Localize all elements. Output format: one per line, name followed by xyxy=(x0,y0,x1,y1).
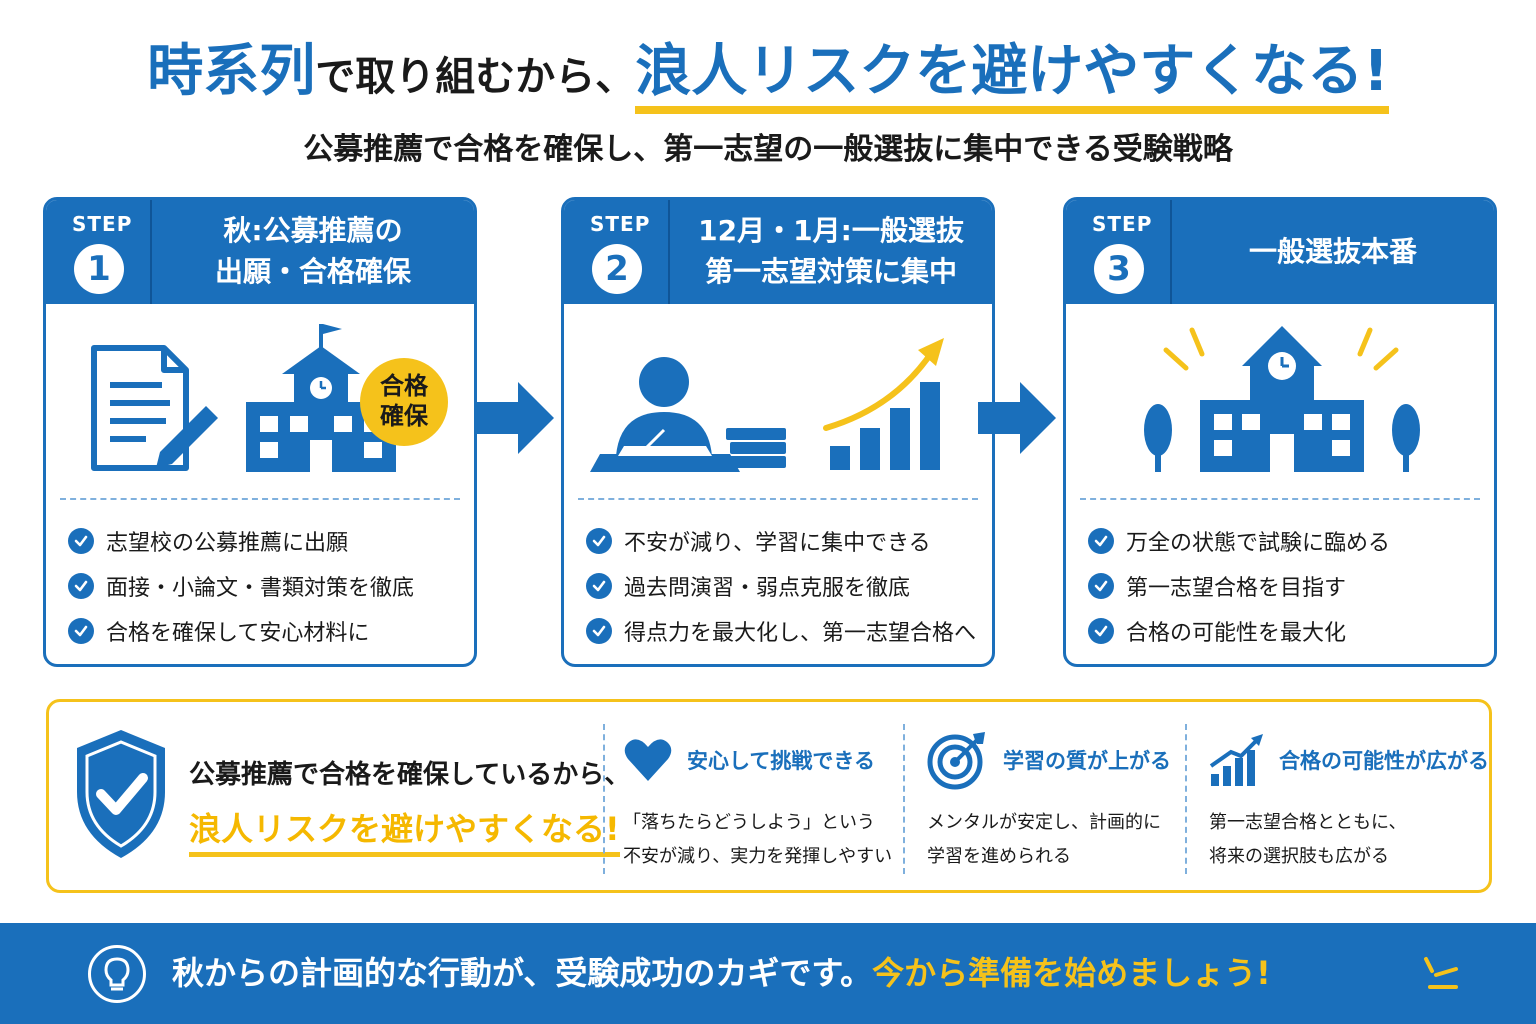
summary-panel: 公募推薦で合格を確保しているから、 浪人リスクを避けやすくなる! 安心して挑戦で… xyxy=(46,699,1492,893)
shield-check-icon xyxy=(77,730,165,858)
divider xyxy=(60,498,460,500)
step-title-2-line1: 12月・1月:一般選抜 xyxy=(698,214,964,248)
heart-icon xyxy=(624,739,672,781)
tree-icon xyxy=(1144,404,1420,472)
list-item: 合格の可能性を最大化 xyxy=(1088,608,1484,653)
spark-lines-icon xyxy=(1424,957,1458,989)
check-icon xyxy=(586,572,612,599)
benefit-title-3: 合格の可能性が広がる xyxy=(1279,749,1489,773)
benefit-title-2: 学習の質が上がる xyxy=(1003,749,1171,773)
step-number-1: 1 xyxy=(74,244,124,294)
check-icon xyxy=(68,617,94,644)
university-building-icon xyxy=(1200,326,1364,472)
list-item: 合格を確保して安心材料に xyxy=(68,608,464,653)
step-card-3: STEP 3 一般選抜本番 xyxy=(1063,197,1497,667)
growth-chart-icon xyxy=(823,338,944,470)
step-number-block-2: STEP 2 xyxy=(564,200,670,304)
summary-line2: 浪人リスクを避けやすくなる! xyxy=(189,804,620,857)
step-title-1-line2: 出願・合格確保 xyxy=(214,255,411,288)
list-item: 不安が減り、学習に集中できる xyxy=(586,518,982,563)
benefit-column-1: 安心して挑戦できる 「落ちたらどうしよう」という 不安が減り、実力を発揮しやすい xyxy=(623,730,892,874)
step-header-1: STEP 1 秋:公募推薦の 出願・合格確保 xyxy=(46,200,474,304)
lightbulb-icon xyxy=(88,945,146,1003)
title-part3: 浪人リスクを避けやすくなる! xyxy=(635,39,1389,114)
check-icon xyxy=(586,617,612,644)
subtitle: 公募推薦で合格を確保し、第一志望の一般選抜に集中できる受験戦略 xyxy=(303,132,1233,167)
footer-text-yellow: 今から準備を始めましょう! xyxy=(872,954,1271,992)
step2-checklist: 不安が減り、学習に集中できる 過去問演習・弱点克服を徹底 得点力を最大化し、第一… xyxy=(586,518,982,653)
footer-banner: 秋からの計画的な行動が、受験成功のカギです。今から準備を始めましょう! xyxy=(0,923,1536,1024)
check-icon xyxy=(586,527,612,554)
title-part1: 時系列 xyxy=(147,39,316,104)
step-label-3: STEP xyxy=(1092,212,1153,236)
check-icon xyxy=(1088,527,1114,554)
step-header-3: STEP 3 一般選抜本番 xyxy=(1066,200,1494,304)
step-header-2: STEP 2 12月・1月:一般選抜 第一志望対策に集中 xyxy=(564,200,992,304)
benefit-column-2: 学習の質が上がる メンタルが安定し、計画的に 学習を進められる xyxy=(927,730,1171,874)
list-item: 志望校の公募推薦に出願 xyxy=(68,518,464,563)
step3-checklist: 万全の状態で試験に臨める 第一志望合格を目指す 合格の可能性を最大化 xyxy=(1088,518,1484,653)
divider xyxy=(603,724,605,874)
step-number-block-1: STEP 1 xyxy=(46,200,152,304)
check-icon xyxy=(1088,617,1114,644)
step-title-2: 12月・1月:一般選抜 第一志望対策に集中 xyxy=(670,200,992,304)
list-item: 第一志望合格を目指す xyxy=(1088,563,1484,608)
list-item: 過去問演習・弱点克服を徹底 xyxy=(586,563,982,608)
studying-person-icon xyxy=(590,357,740,472)
step-card-1: STEP 1 秋:公募推薦の 出願・合格確保 xyxy=(43,197,477,667)
step3-illustration xyxy=(1144,326,1420,472)
step-title-3-line1: 一般選抜本番 xyxy=(1248,234,1417,268)
benefit-3-line1: 第一志望合格とともに、 xyxy=(1209,812,1407,833)
arrow-right-icon xyxy=(978,382,1056,454)
main-title: 時系列で取り組むから、浪人リスクを避けやすくなる! xyxy=(0,26,1536,114)
step-label-1: STEP xyxy=(72,212,133,236)
divider xyxy=(903,724,905,874)
list-item: 得点力を最大化し、第一志望合格へ xyxy=(586,608,982,653)
step-number-3: 3 xyxy=(1094,244,1144,294)
step-label-2: STEP xyxy=(590,212,651,236)
pass-secured-badge: 合格 確保 xyxy=(360,358,448,446)
check-icon xyxy=(68,572,94,599)
step-title-1: 秋:公募推薦の 出願・合格確保 xyxy=(152,200,474,304)
book-stack-icon xyxy=(726,428,786,468)
benefit-3-line2: 将来の選択肢も広がる xyxy=(1209,846,1389,867)
step-card-2: STEP 2 12月・1月:一般選抜 第一志望対策に集中 xyxy=(561,197,995,667)
divider xyxy=(1080,498,1480,500)
benefit-2-line2: 学習を進められる xyxy=(927,846,1071,867)
step-title-1-line1: 秋:公募推薦の xyxy=(223,214,403,248)
benefit-column-3: 合格の可能性が広がる 第一志望合格とともに、 将来の選択肢も広がる xyxy=(1209,730,1489,874)
document-pen-icon xyxy=(91,345,218,471)
arrow-right-icon xyxy=(476,382,554,454)
step1-illustration: 合格 確保 xyxy=(91,324,448,472)
footer-text-white: 秋からの計画的な行動が、受験成功のカギです。 xyxy=(172,954,873,992)
divider xyxy=(1185,724,1187,874)
badge-line2: 確保 xyxy=(380,402,429,430)
growth-chart-icon xyxy=(1209,734,1263,786)
summary-line1: 公募推薦で合格を確保しているから、 xyxy=(189,760,631,790)
list-item: 面接・小論文・書類対策を徹底 xyxy=(68,563,464,608)
divider xyxy=(578,498,978,500)
footer-message: 秋からの計画的な行動が、受験成功のカギです。今から準備を始めましょう! xyxy=(172,923,1271,1024)
list-item: 万全の状態で試験に臨める xyxy=(1088,518,1484,563)
badge-line1: 合格 xyxy=(380,372,429,400)
check-icon xyxy=(1088,572,1114,599)
title-part2: で取り組むから、 xyxy=(315,54,636,100)
step1-checklist: 志望校の公募推薦に出願 面接・小論文・書類対策を徹底 合格を確保して安心材料に xyxy=(68,518,464,653)
step-number-block-3: STEP 3 xyxy=(1066,200,1172,304)
benefit-1-line2: 不安が減り、実力を発揮しやすい xyxy=(623,846,893,867)
benefit-1-line1: 「落ちたらどうしよう」という xyxy=(623,812,875,833)
benefit-title-1: 安心して挑戦できる xyxy=(687,749,875,773)
step-title-3: 一般選抜本番 xyxy=(1172,200,1494,304)
step-title-2-line2: 第一志望対策に集中 xyxy=(704,255,957,288)
shine-lines-icon xyxy=(1163,327,1399,371)
step-number-2: 2 xyxy=(592,244,642,294)
target-icon xyxy=(927,732,985,790)
check-icon xyxy=(68,527,94,554)
step2-illustration xyxy=(590,338,944,472)
benefit-2-line1: メンタルが安定し、計画的に xyxy=(927,812,1161,833)
